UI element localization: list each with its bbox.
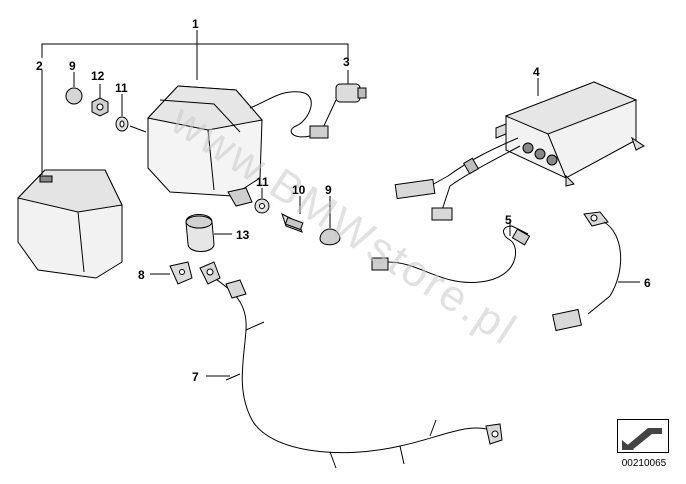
part-4-wiring-harness: [394, 137, 521, 221]
callout-9-top: 9: [69, 59, 76, 73]
callout-12: 12: [91, 69, 105, 83]
callout-8: 8: [138, 268, 145, 282]
part-6-ground-lead: [552, 211, 622, 332]
arrow-icon: [622, 428, 662, 450]
callout-7: 7: [192, 370, 199, 384]
part-13-rubber-sleeve: [185, 214, 215, 252]
part-1-lamp-unit: [147, 85, 312, 207]
callout-13: 13: [236, 228, 250, 242]
callout-2: 2: [36, 59, 43, 73]
part-8-clip: [169, 261, 193, 285]
part-10-bolt: [281, 213, 304, 233]
bracket-line-1: [41, 43, 349, 58]
callout-5: 5: [505, 213, 512, 227]
callout-11-top: 11: [115, 81, 128, 95]
callout-11-bottom: 11: [256, 175, 269, 189]
catalog-code: 00210065: [621, 458, 667, 469]
part-12-hex-nut: [91, 97, 109, 117]
part-7-cable-harness: [199, 261, 503, 469]
part-9-cap-nut-bottom: [319, 228, 341, 246]
assembly-line-11a: [129, 125, 147, 133]
part-11-washer-top: [115, 116, 129, 132]
part-5-cable: [371, 225, 531, 283]
part-11-washer-bottom: [254, 198, 270, 214]
callout-4: 4: [533, 65, 540, 79]
callout-9-bottom: 9: [325, 183, 332, 197]
callout-1: 1: [192, 17, 199, 31]
callout-6: 6: [644, 276, 651, 290]
part-3-connector: [309, 83, 367, 139]
catalog-reference-box: [617, 419, 669, 453]
part-4-control-unit: [495, 81, 645, 187]
part-9-cap-nut-top: [65, 87, 83, 105]
part-2-lamp-housing: [17, 169, 123, 279]
watermark-text: www.BMWstore.pl: [162, 95, 527, 356]
callout-10: 10: [292, 183, 306, 197]
callout-3: 3: [343, 55, 350, 69]
